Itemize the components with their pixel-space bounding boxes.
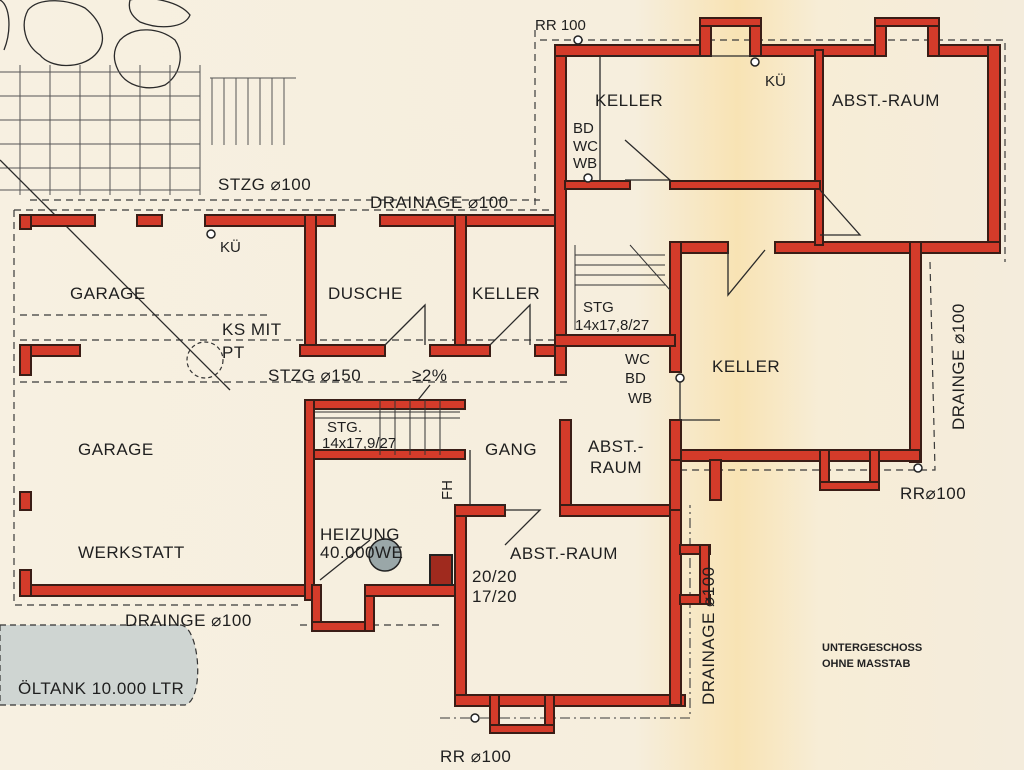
label-slope: ≥2% <box>412 366 447 385</box>
label-garage-bottom: GARAGE <box>78 440 154 459</box>
label-drainage-vertical: DRAINAGE ⌀100 <box>699 566 718 705</box>
stairs <box>315 244 671 455</box>
label-heizung-2: 40.000WE <box>320 543 403 562</box>
label-pt: PT <box>222 343 245 362</box>
plan-notes: UNTERGESCHOSS OHNE MASSTAB <box>822 642 922 670</box>
label-ks-mit: KS MIT <box>222 320 282 339</box>
note-ohne-masstab: OHNE MASSTAB <box>822 658 910 670</box>
label-dusche: DUSCHE <box>328 284 403 303</box>
label-abst-raum-mid-1: ABST.- <box>588 437 644 456</box>
label-oeltank: ÖLTANK 10.000 LTR <box>18 679 184 698</box>
paving-grid <box>0 65 296 195</box>
boiler-icon <box>319 538 402 581</box>
label-drainage-top: DRAINAGE ⌀100 <box>370 193 509 212</box>
label-stg-mid-2: 14x17,9/27 <box>322 435 396 452</box>
label-heizung-1: HEIZUNG <box>320 525 400 544</box>
label-keller-right: KELLER <box>712 357 780 376</box>
label-stg-right-1: STG <box>583 299 614 316</box>
label-rr-right: RR⌀100 <box>900 484 966 503</box>
pipe-routes <box>0 30 1006 719</box>
label-dim-2: 17/20 <box>472 587 517 606</box>
label-keller-top: KELLER <box>595 91 663 110</box>
label-ku-left: KÜ <box>220 238 241 256</box>
pipe-labels: RR 100 STZG ⌀100 DRAINAGE ⌀100 STZG ⌀150… <box>18 17 968 766</box>
oil-tank <box>0 624 199 706</box>
label-drainge-bottom: DRAINGE ⌀100 <box>125 611 252 630</box>
walls <box>19 17 1001 734</box>
room-labels: KELLER ABST.-RAUM BD WC WB KÜ GARAGE DUS… <box>70 72 940 606</box>
label-stzg-mid: STZG ⌀150 <box>268 366 361 385</box>
label-keller-mid: KELLER <box>472 284 540 303</box>
label-bd2: BD <box>625 370 646 387</box>
ks-manhole-icon <box>186 341 224 379</box>
label-wc2: WC <box>625 351 650 368</box>
label-rr-top: RR 100 <box>535 17 586 34</box>
label-wb2: WB <box>628 390 652 407</box>
label-rr-bottom: RR ⌀100 <box>440 747 511 766</box>
label-abst-raum-top: ABST.-RAUM <box>832 91 940 110</box>
label-ku-top: KÜ <box>765 72 786 90</box>
downpipe-markers <box>206 35 923 723</box>
label-stg-right-2: 14x17,8/27 <box>575 317 649 334</box>
label-wb: WB <box>573 155 597 172</box>
garden-trees <box>0 0 191 89</box>
label-abst-raum-mid-2: RAUM <box>590 458 642 477</box>
label-abst-raum-bottom: ABST.-RAUM <box>510 544 618 563</box>
label-werkstatt: WERKSTATT <box>78 543 185 562</box>
chimney <box>429 554 453 586</box>
label-bd: BD <box>573 120 594 137</box>
label-wc: WC <box>573 138 598 155</box>
label-stg-mid-1: STG. <box>327 419 362 436</box>
label-gang: GANG <box>485 440 537 459</box>
door-swings <box>384 55 862 546</box>
note-untergeschoss: UNTERGESCHOSS <box>822 642 922 654</box>
label-stzg-top: STZG ⌀100 <box>218 175 311 194</box>
label-fh: FH <box>439 480 456 500</box>
label-drainge-right: DRAINGE ⌀100 <box>949 303 968 430</box>
label-garage-top: GARAGE <box>70 284 146 303</box>
label-dim-1: 20/20 <box>472 567 517 586</box>
